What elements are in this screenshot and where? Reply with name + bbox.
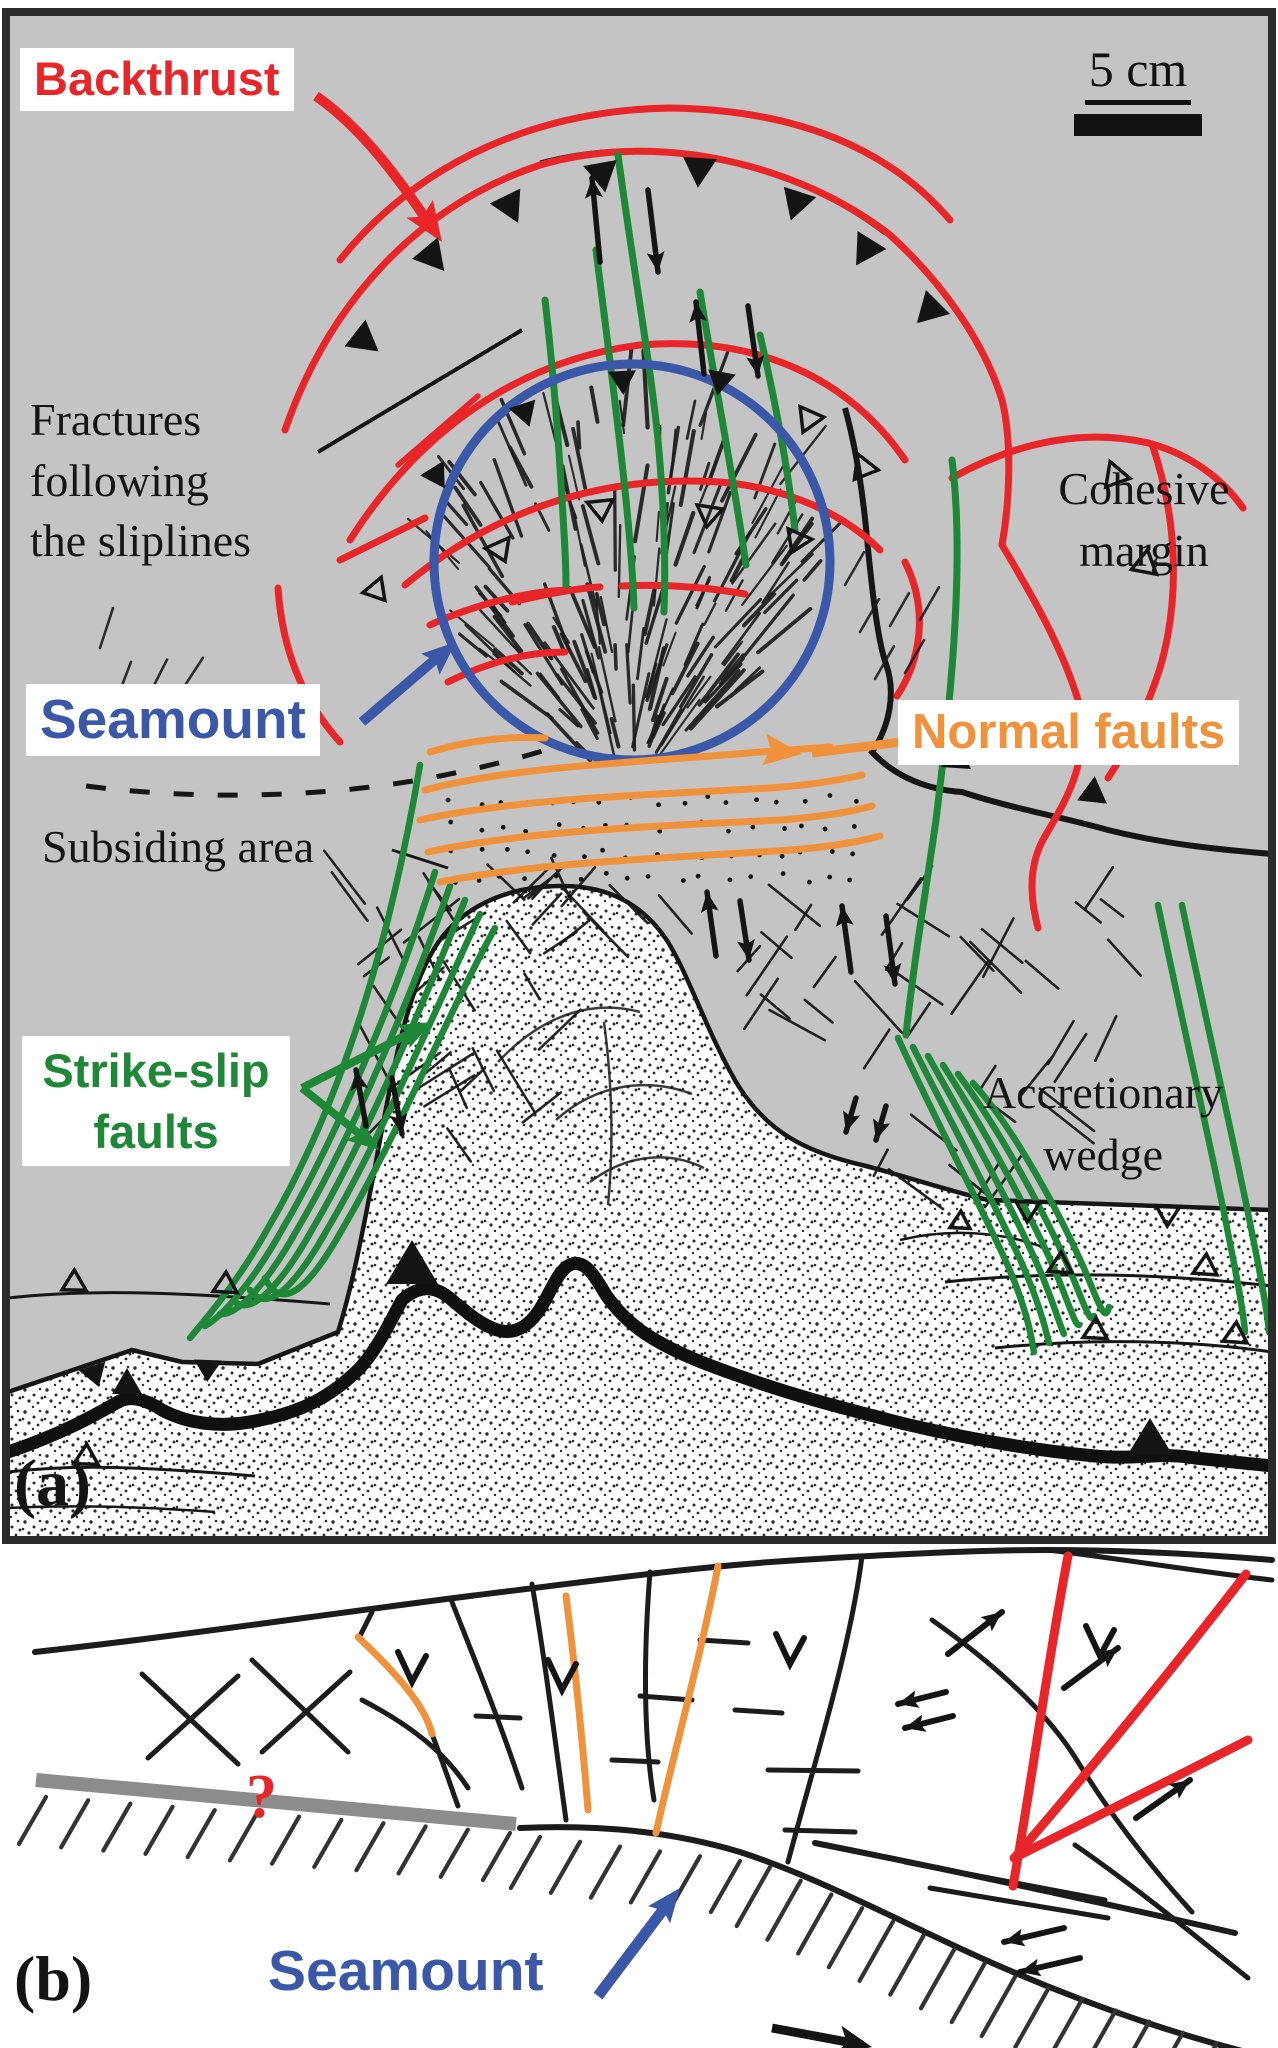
panel-a-plan-view	[2, 8, 1276, 1544]
strike-slip-fault-lines	[541, 151, 961, 1039]
accretionary-wedge-label: Accretionary wedge	[982, 1067, 1224, 1181]
panel-b-cross-section	[16, 1546, 1275, 2048]
normal-faults-arrow	[762, 733, 903, 766]
panel-a-frame	[2, 8, 1276, 1544]
scale-bar: 5 cm	[1058, 40, 1218, 136]
wedge-boundary-line	[7, 883, 1273, 1395]
decollement-gray-line	[35, 1773, 517, 1831]
panel-b-tag: (b)	[14, 1943, 93, 2014]
cohesive-margin-label: Cohesive margin	[1058, 463, 1230, 577]
normal-fault-dots	[445, 793, 859, 885]
subsiding-area-dashed-boundary	[85, 743, 559, 798]
crosshatch-fractures	[322, 849, 1143, 1211]
normal-faults-label: Normal faults	[898, 700, 1240, 765]
dome-interior-lines	[497, 1006, 705, 1206]
scale-text: 5 cm	[1084, 40, 1192, 105]
seamount-flank-line	[517, 1824, 1243, 2048]
plate-motion-arrow	[771, 2023, 872, 2048]
fault-slip-marks	[395, 1609, 1193, 1977]
strike-slip-half-arrows	[350, 175, 902, 1143]
panel-a-tag: (a)	[14, 1447, 91, 1520]
subducting-plate-hachures	[16, 1794, 1219, 2048]
backthrust-arrow	[313, 91, 442, 242]
normal-fault-lines-b	[354, 1562, 722, 1837]
cohesive-margin-front-line	[842, 407, 1273, 857]
backthrust-label: Backthrust	[20, 48, 294, 111]
seamount-arrow	[358, 642, 456, 726]
strike-slip-fault-bundles	[186, 761, 1273, 1356]
frontal-thrust-heavy-line	[5, 1257, 1273, 1473]
normal-fault-lines	[416, 734, 884, 886]
seamount-b-label: Seamount	[268, 1939, 544, 2003]
scale-bar-rect	[1074, 114, 1202, 136]
subsiding-area-label: Subsiding area	[42, 821, 315, 872]
seamount-b-arrow	[593, 1888, 680, 2000]
uncertainty-question-mark: ?	[246, 1763, 277, 1831]
accretionary-wedge-region	[8, 886, 1272, 1536]
seamount-a-label: Seamount	[26, 684, 320, 756]
strike-slip-arrows	[299, 1022, 432, 1150]
fractures-sliplines-label: Fractures following the sliplines	[30, 394, 252, 567]
wedge-top-surface	[32, 1546, 1275, 1655]
strike-slip-faults-label: Strike-slip faults	[22, 1036, 290, 1167]
wedge-structure-lines	[32, 1546, 1275, 2048]
backthrust-lines-b	[1008, 1551, 1253, 1891]
